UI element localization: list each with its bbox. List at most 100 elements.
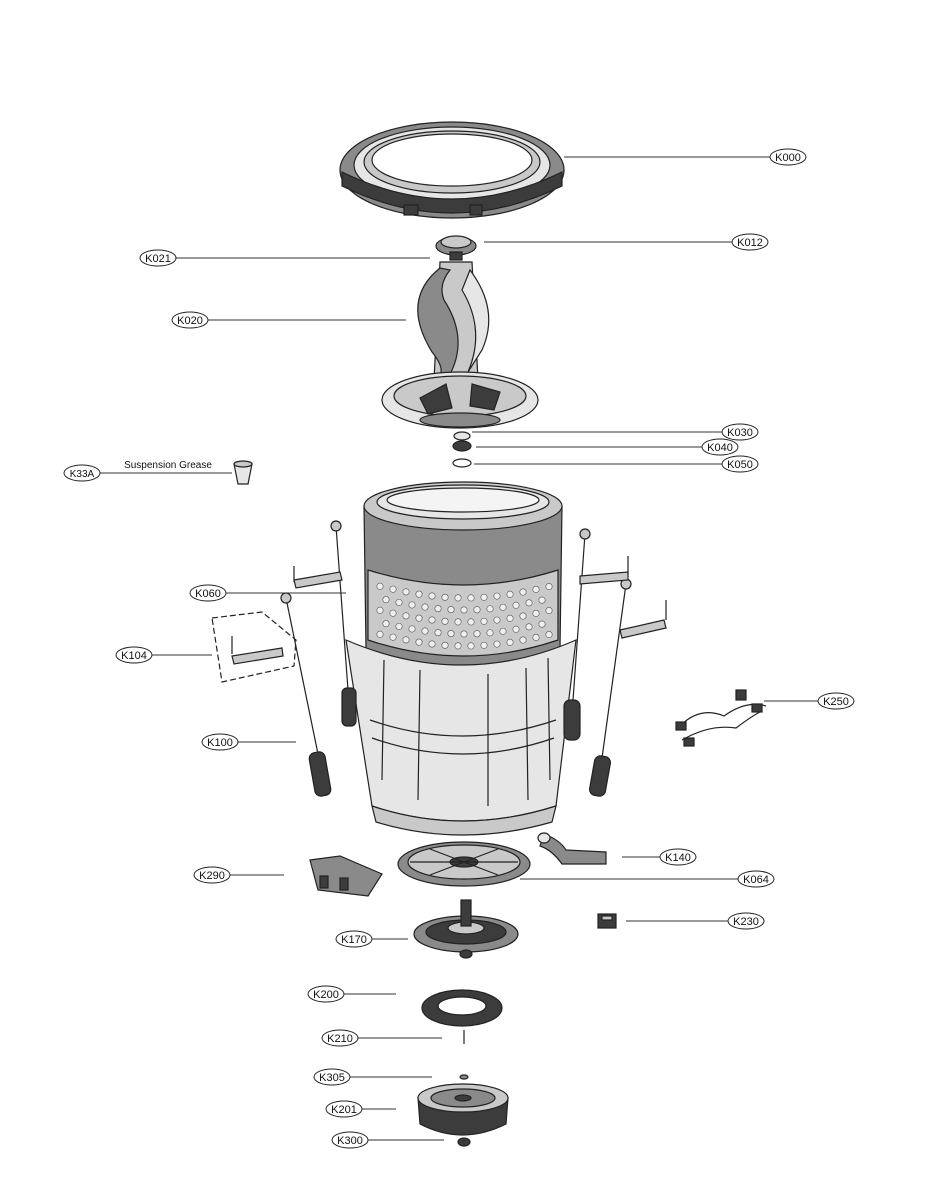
callout-k021-text: K021: [145, 253, 171, 265]
perforation-hole: [545, 583, 553, 591]
perforation-hole: [538, 596, 546, 604]
perforation-hole: [480, 641, 488, 649]
perforation-hole: [467, 618, 475, 626]
callout-k170-text: K170: [341, 934, 367, 946]
callout-k064-text: K064: [743, 874, 769, 886]
part-k290-bracket: [309, 855, 383, 897]
perforation-hole: [415, 614, 423, 622]
perforation-hole: [454, 642, 462, 650]
part-balance-ring: [339, 121, 565, 219]
perforation-hole: [402, 612, 410, 620]
callout-k290: K290: [193, 866, 231, 884]
perforation-hole: [389, 609, 397, 617]
callout-k140: K140: [659, 848, 697, 866]
perforation-hole: [493, 616, 501, 624]
callout-k030: K030: [721, 423, 759, 441]
suspension-grease-note: Suspension Grease: [124, 460, 212, 471]
callout-k305-text: K305: [319, 1072, 345, 1084]
part-drain-hose: [537, 832, 607, 865]
callout-k230: K230: [727, 912, 765, 930]
perforation-hole: [499, 603, 507, 611]
callout-k000: K000: [769, 148, 807, 166]
perforation-hole: [480, 593, 488, 601]
part-oring-k050: [452, 458, 472, 468]
perforation-hole: [454, 618, 462, 626]
callout-k300-text: K300: [337, 1135, 363, 1147]
part-k064-rotor-cover: [397, 841, 531, 887]
perforation-hole: [519, 612, 527, 620]
callout-k060-text: K060: [195, 588, 221, 600]
part-k200-stator: [421, 989, 503, 1027]
perforation-hole: [389, 585, 397, 593]
perforation-hole: [473, 630, 481, 638]
perforation-hole: [460, 630, 468, 638]
perforation-hole: [434, 605, 442, 613]
perforation-hole: [473, 606, 481, 614]
basket-perforations: [376, 582, 553, 650]
perforation-hole: [506, 614, 514, 622]
part-suspension-rod-1: [330, 520, 357, 727]
perforation-hole: [395, 622, 403, 630]
perforation-hole: [428, 616, 436, 624]
callout-k250-text: K250: [823, 696, 849, 708]
part-suspension-rod-4: [588, 578, 632, 797]
perforation-hole: [428, 640, 436, 648]
callout-k064: K064: [737, 870, 775, 888]
callout-k104-text: K104: [121, 650, 147, 662]
perforation-hole: [382, 620, 390, 628]
part-outer-tub: [345, 481, 577, 836]
part-suspension-rod-2: [280, 592, 332, 797]
perforation-hole: [499, 627, 507, 635]
callout-k201-text: K201: [331, 1104, 357, 1116]
callout-k290-text: K290: [199, 870, 225, 882]
perforation-hole: [506, 590, 514, 598]
part-k230-sensor: [597, 913, 617, 929]
callout-k012-text: K012: [737, 237, 763, 249]
leader-lines: [100, 156, 818, 1141]
part-nut-k040: [452, 440, 472, 452]
perforation-hole: [519, 588, 527, 596]
part-washer-k030: [453, 431, 471, 441]
part-suspension-rod-3: [563, 528, 591, 741]
perforation-hole: [525, 623, 533, 631]
perforation-hole: [486, 629, 494, 637]
callout-k050-text: K050: [727, 459, 753, 471]
perforation-hole: [454, 594, 462, 602]
perforation-hole: [512, 625, 520, 633]
perforation-hole: [382, 596, 390, 604]
callout-k060: K060: [189, 584, 227, 602]
part-k060-brackets: [293, 556, 667, 639]
callout-k100: K100: [201, 733, 239, 751]
part-k305-washer: [459, 1074, 469, 1080]
callout-k33a: K33A: [63, 464, 101, 482]
callout-k200: K200: [307, 985, 345, 1003]
part-agitator: [381, 261, 539, 429]
callout-k201: K201: [325, 1100, 363, 1118]
part-k170-housing: [413, 899, 519, 959]
perforation-hole: [532, 585, 540, 593]
perforation-hole: [434, 629, 442, 637]
callout-k020: K020: [171, 311, 209, 329]
perforation-hole: [545, 607, 553, 615]
perforation-hole: [512, 601, 520, 609]
callout-k300: K300: [331, 1131, 369, 1149]
perforation-hole: [460, 606, 468, 614]
perforation-hole: [519, 636, 527, 644]
perforation-hole: [532, 609, 540, 617]
perforation-hole: [376, 582, 384, 590]
perforation-hole: [545, 631, 553, 639]
callout-k100-text: K100: [207, 737, 233, 749]
perforation-hole: [415, 638, 423, 646]
perforation-hole: [538, 620, 546, 628]
callout-k104: K104: [115, 646, 153, 664]
perforation-hole: [408, 601, 416, 609]
perforation-hole: [467, 642, 475, 650]
perforation-hole: [447, 630, 455, 638]
callout-k33a-text: K33A: [70, 469, 95, 480]
callout-k012: K012: [731, 233, 769, 251]
callout-k021: K021: [139, 249, 177, 267]
callout-k170: K170: [335, 930, 373, 948]
perforation-hole: [441, 593, 449, 601]
perforation-hole: [467, 594, 475, 602]
